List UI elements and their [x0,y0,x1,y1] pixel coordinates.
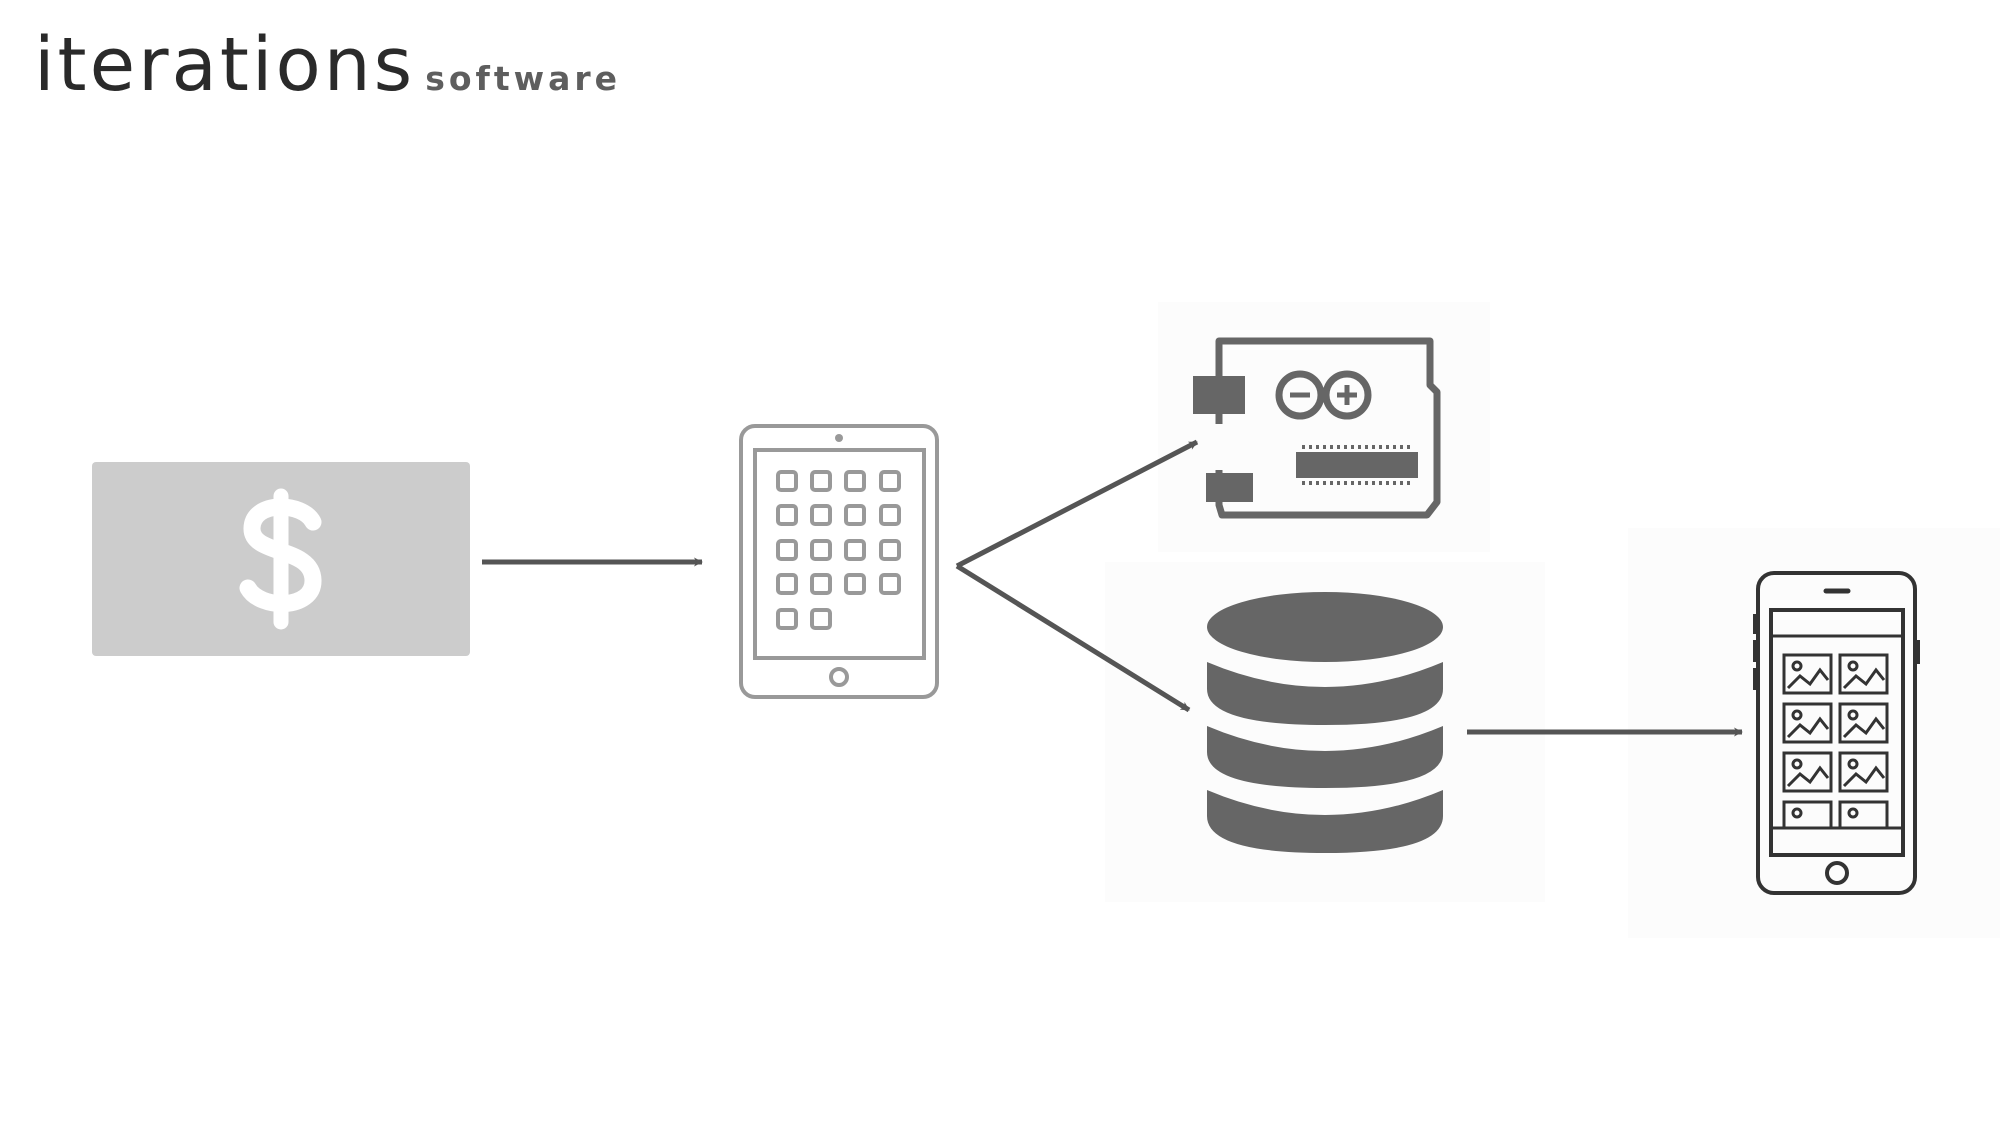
arrow-group [482,439,1743,737]
arrow-tablet-to-database [955,563,1191,713]
smartphone-gallery-icon [1753,571,1920,895]
slide-subtitle: software [425,59,622,98]
arrow-tablet-to-arduino [955,439,1199,569]
dollar-bill-icon [92,462,470,656]
slide-title: iterations [34,22,416,108]
database-icon [1207,592,1443,853]
tablet-icon [739,424,939,699]
arduino-board-icon [1193,337,1441,519]
